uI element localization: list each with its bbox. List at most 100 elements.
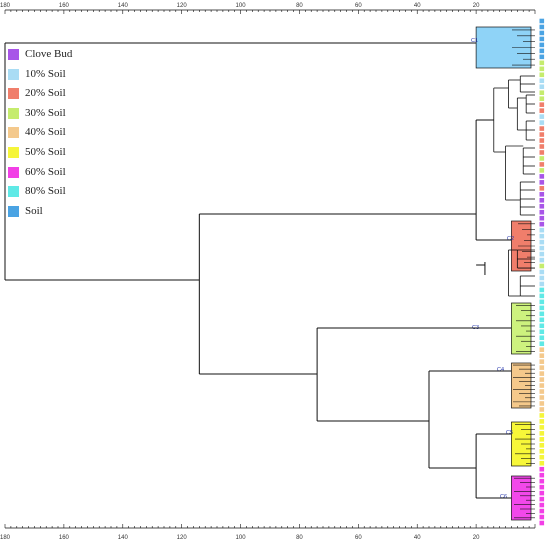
leaf-marker [539, 413, 545, 418]
leaf-marker [539, 150, 545, 155]
leaf-marker [539, 108, 545, 113]
leaf-marker [539, 305, 545, 311]
leaf-marker [539, 269, 545, 275]
leaf-marker [539, 48, 545, 54]
leaf-marker [539, 30, 545, 36]
leaf-marker [539, 311, 545, 317]
leaf-marker [539, 472, 545, 478]
legend-swatch [8, 88, 19, 100]
leaf-marker [539, 227, 545, 233]
legend-label: 10% Soil [25, 67, 66, 80]
cluster-label: C1 [471, 38, 478, 44]
leaf-marker [539, 18, 545, 24]
leaf-marker [539, 395, 545, 400]
leaf-marker [539, 251, 545, 257]
axis-tick-label: 100 [236, 3, 247, 9]
legend-swatch [8, 205, 19, 217]
leaf-marker [539, 96, 545, 101]
axis-tick-label: 80 [296, 535, 303, 541]
legend-label: 50% Soil [25, 145, 66, 158]
cluster-label: C4 [497, 367, 504, 373]
axis-tick-label: 180 [0, 3, 11, 9]
axis-tick-label: 40 [414, 535, 421, 541]
leaf-marker [539, 335, 545, 341]
leaf-marker [539, 287, 545, 293]
leaf-marker [539, 377, 545, 382]
leaf-marker [539, 102, 545, 107]
leaf-marker [539, 359, 545, 364]
leaf-marker [539, 144, 545, 149]
cluster-label: C2 [507, 236, 514, 242]
leaf-marker [539, 114, 545, 119]
leaf-marker [539, 215, 545, 221]
legend-swatch [8, 146, 19, 158]
leaf-marker [539, 383, 545, 388]
leaf-marker [539, 239, 545, 245]
leaf-marker [539, 203, 545, 209]
leaf-marker [539, 323, 545, 329]
leaf-marker [539, 407, 545, 412]
leaf-marker [539, 508, 545, 514]
leaf-marker [539, 72, 545, 78]
legend-label: 80% Soil [25, 185, 66, 198]
axis-tick-label: 180 [0, 535, 11, 541]
leaf-marker [539, 443, 545, 448]
leaf-marker [539, 42, 545, 48]
leaf-marker [539, 317, 545, 323]
leaf-marker [539, 180, 545, 185]
leaf-marker [539, 502, 545, 508]
leaf-marker [539, 209, 545, 215]
axis-tick-label: 20 [473, 3, 480, 9]
leaf-marker [539, 329, 545, 335]
leaf-marker [539, 126, 545, 131]
leaf-marker [539, 233, 545, 239]
axis-tick-label: 40 [414, 3, 421, 9]
leaf-marker [539, 245, 545, 251]
leaf-marker [539, 353, 545, 358]
axis-tick-label: 160 [59, 535, 70, 541]
leaf-marker [539, 419, 545, 424]
leaf-marker [539, 174, 545, 179]
leaf-marker [539, 490, 545, 496]
leaf-marker [539, 132, 545, 137]
leaf-marker [539, 192, 545, 197]
leaf-marker [539, 66, 545, 72]
leaf-marker [539, 496, 545, 502]
leaf-marker [539, 478, 545, 484]
leaf-marker [539, 257, 545, 263]
leaf-marker [539, 466, 545, 472]
cluster-label: C6 [500, 494, 507, 500]
axis-tick-label: 120 [177, 3, 188, 9]
leaf-marker [539, 263, 545, 269]
axis-tick-label: 120 [177, 535, 188, 541]
legend-swatch [8, 186, 19, 198]
leaf-marker [539, 275, 545, 281]
leaf-marker [539, 514, 545, 520]
leaf-marker [539, 484, 545, 490]
leaf-marker [539, 347, 545, 352]
leaf-marker [539, 341, 545, 347]
axis-tick-label: 20 [473, 535, 480, 541]
leaf-marker [539, 60, 545, 66]
legend-swatch [8, 127, 19, 139]
leaf-marker [539, 197, 545, 203]
leaf-marker [539, 24, 545, 30]
legend-label: 20% Soil [25, 87, 66, 100]
leaf-marker [539, 162, 545, 167]
leaf-marker [539, 431, 545, 436]
legend-swatch [8, 166, 19, 178]
legend-swatch [8, 49, 19, 60]
legend-swatch [8, 68, 19, 80]
legend-label: 40% Soil [25, 126, 66, 139]
legend-label: 60% Soil [25, 165, 66, 178]
leaf-marker [539, 401, 545, 406]
leaf-marker [539, 84, 545, 90]
cluster-label: C5 [506, 430, 513, 436]
leaf-marker [539, 520, 545, 526]
axis-tick-label: 140 [118, 3, 129, 9]
leaf-marker [539, 156, 545, 161]
leaf-marker [539, 221, 545, 227]
leaf-marker [539, 454, 545, 460]
